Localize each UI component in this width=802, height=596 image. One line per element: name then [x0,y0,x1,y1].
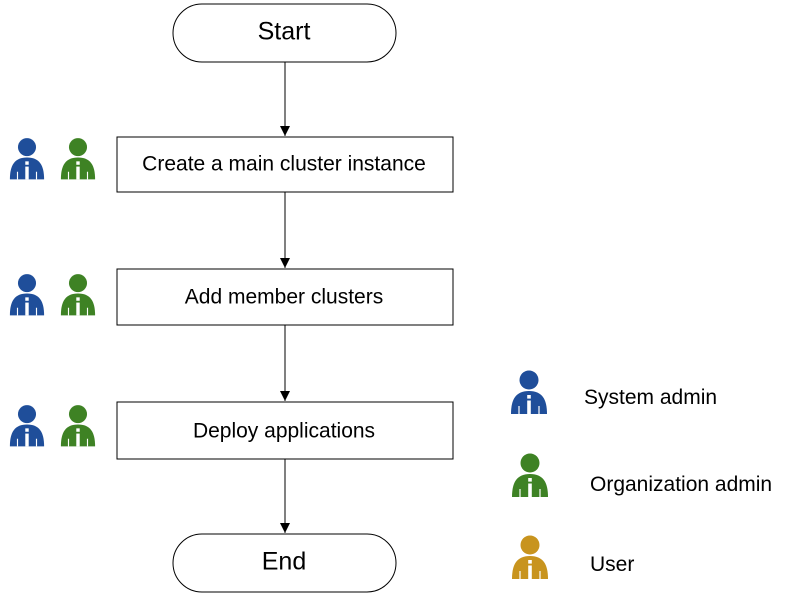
legend-user-label: User [590,553,635,576]
system-admin-icon [9,137,45,180]
legend-system-admin-icon [510,370,548,414]
step-create-main-cluster-label: Create a main cluster instance [142,153,426,176]
organization-admin-icon [60,273,96,316]
step-add-member-clusters-label: Add member clusters [185,286,383,309]
system-admin-icon [9,273,45,316]
end-terminal [172,533,397,593]
legend-organization-admin-label: Organization admin [590,473,773,496]
legend-user-icon [511,535,549,579]
legend-system-admin-label: System admin [584,386,718,409]
end-label: End [262,548,306,576]
legend-organization-admin-icon [511,453,549,497]
step-create-main-cluster [116,136,454,193]
step-deploy-applications-label: Deploy applications [193,420,375,443]
step-deploy-applications [116,401,454,460]
organization-admin-icon [60,404,96,447]
start-label: Start [258,18,311,46]
step-add-member-clusters [116,268,454,326]
organization-admin-icon [60,137,96,180]
system-admin-icon [9,404,45,447]
